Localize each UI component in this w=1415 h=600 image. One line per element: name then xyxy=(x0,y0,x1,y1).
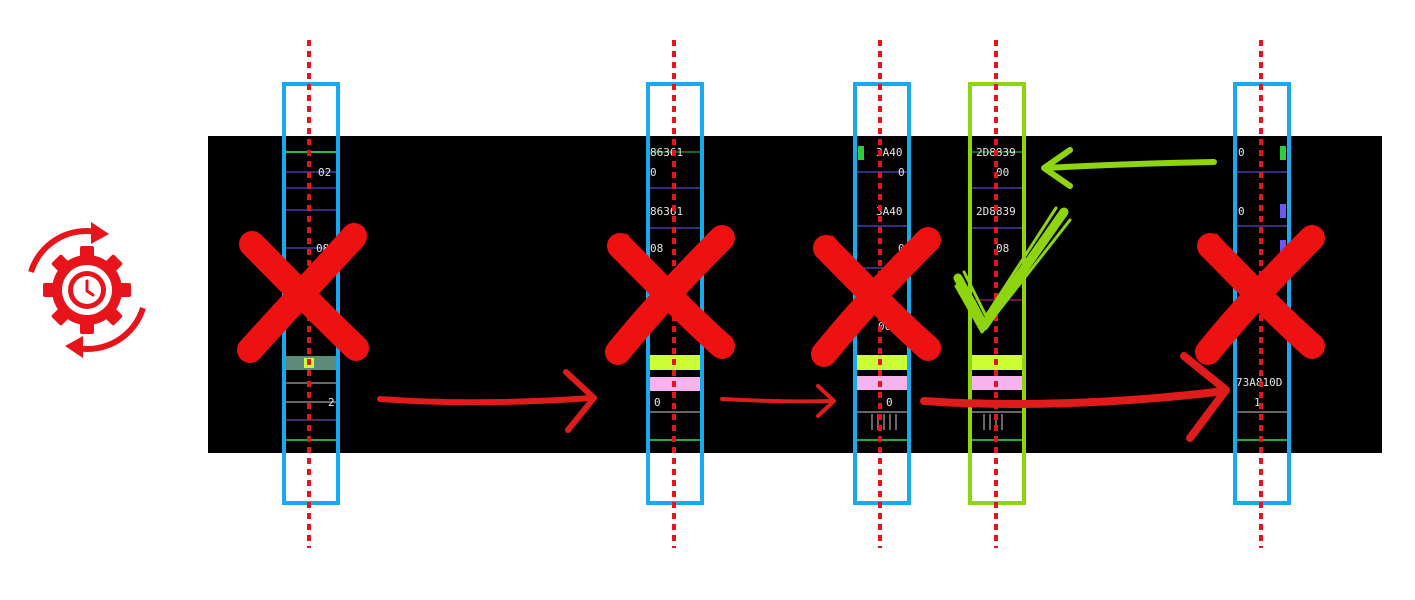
sample-label: 2 xyxy=(328,396,335,409)
sample-label: 86361 xyxy=(650,205,683,218)
sample-label: 0 xyxy=(886,396,893,409)
arrow-right-icon xyxy=(377,369,597,433)
reject-marks xyxy=(237,223,1325,367)
sample-label: 0 xyxy=(654,396,661,409)
waveform-strip-3 xyxy=(856,146,910,441)
cross-mark-icon xyxy=(237,223,369,363)
waveform-panel xyxy=(208,136,1382,453)
cross-mark-icon xyxy=(605,225,735,365)
check-mark-icon xyxy=(953,206,1072,334)
cross-mark-icon xyxy=(811,227,941,367)
sample-label: 0 xyxy=(1238,146,1245,159)
sample-label: 02 xyxy=(318,166,331,179)
sample-label: 08 xyxy=(996,242,1009,255)
sample-label: 1 xyxy=(1254,396,1261,409)
progress-arrows xyxy=(377,352,1230,442)
sample-label: 0 xyxy=(1238,205,1245,218)
sample-label: 3A40 xyxy=(876,205,903,218)
sample-label: 08 xyxy=(650,242,663,255)
sample-label: 3A40 xyxy=(876,146,903,159)
arrow-right-icon xyxy=(720,384,836,418)
cross-mark-icon xyxy=(1195,225,1325,365)
gear-clock-refresh-icon xyxy=(28,222,146,358)
sample-label: 2D8839 xyxy=(976,205,1016,218)
sample-label: 0 xyxy=(650,166,657,179)
sample-label: 0 xyxy=(898,166,905,179)
sample-label: 00 xyxy=(996,166,1009,179)
sample-label: 86361 xyxy=(650,146,683,159)
sample-label: 0 xyxy=(898,242,905,255)
arrow-right-icon xyxy=(920,352,1230,442)
arrow-left-icon xyxy=(1041,147,1217,189)
